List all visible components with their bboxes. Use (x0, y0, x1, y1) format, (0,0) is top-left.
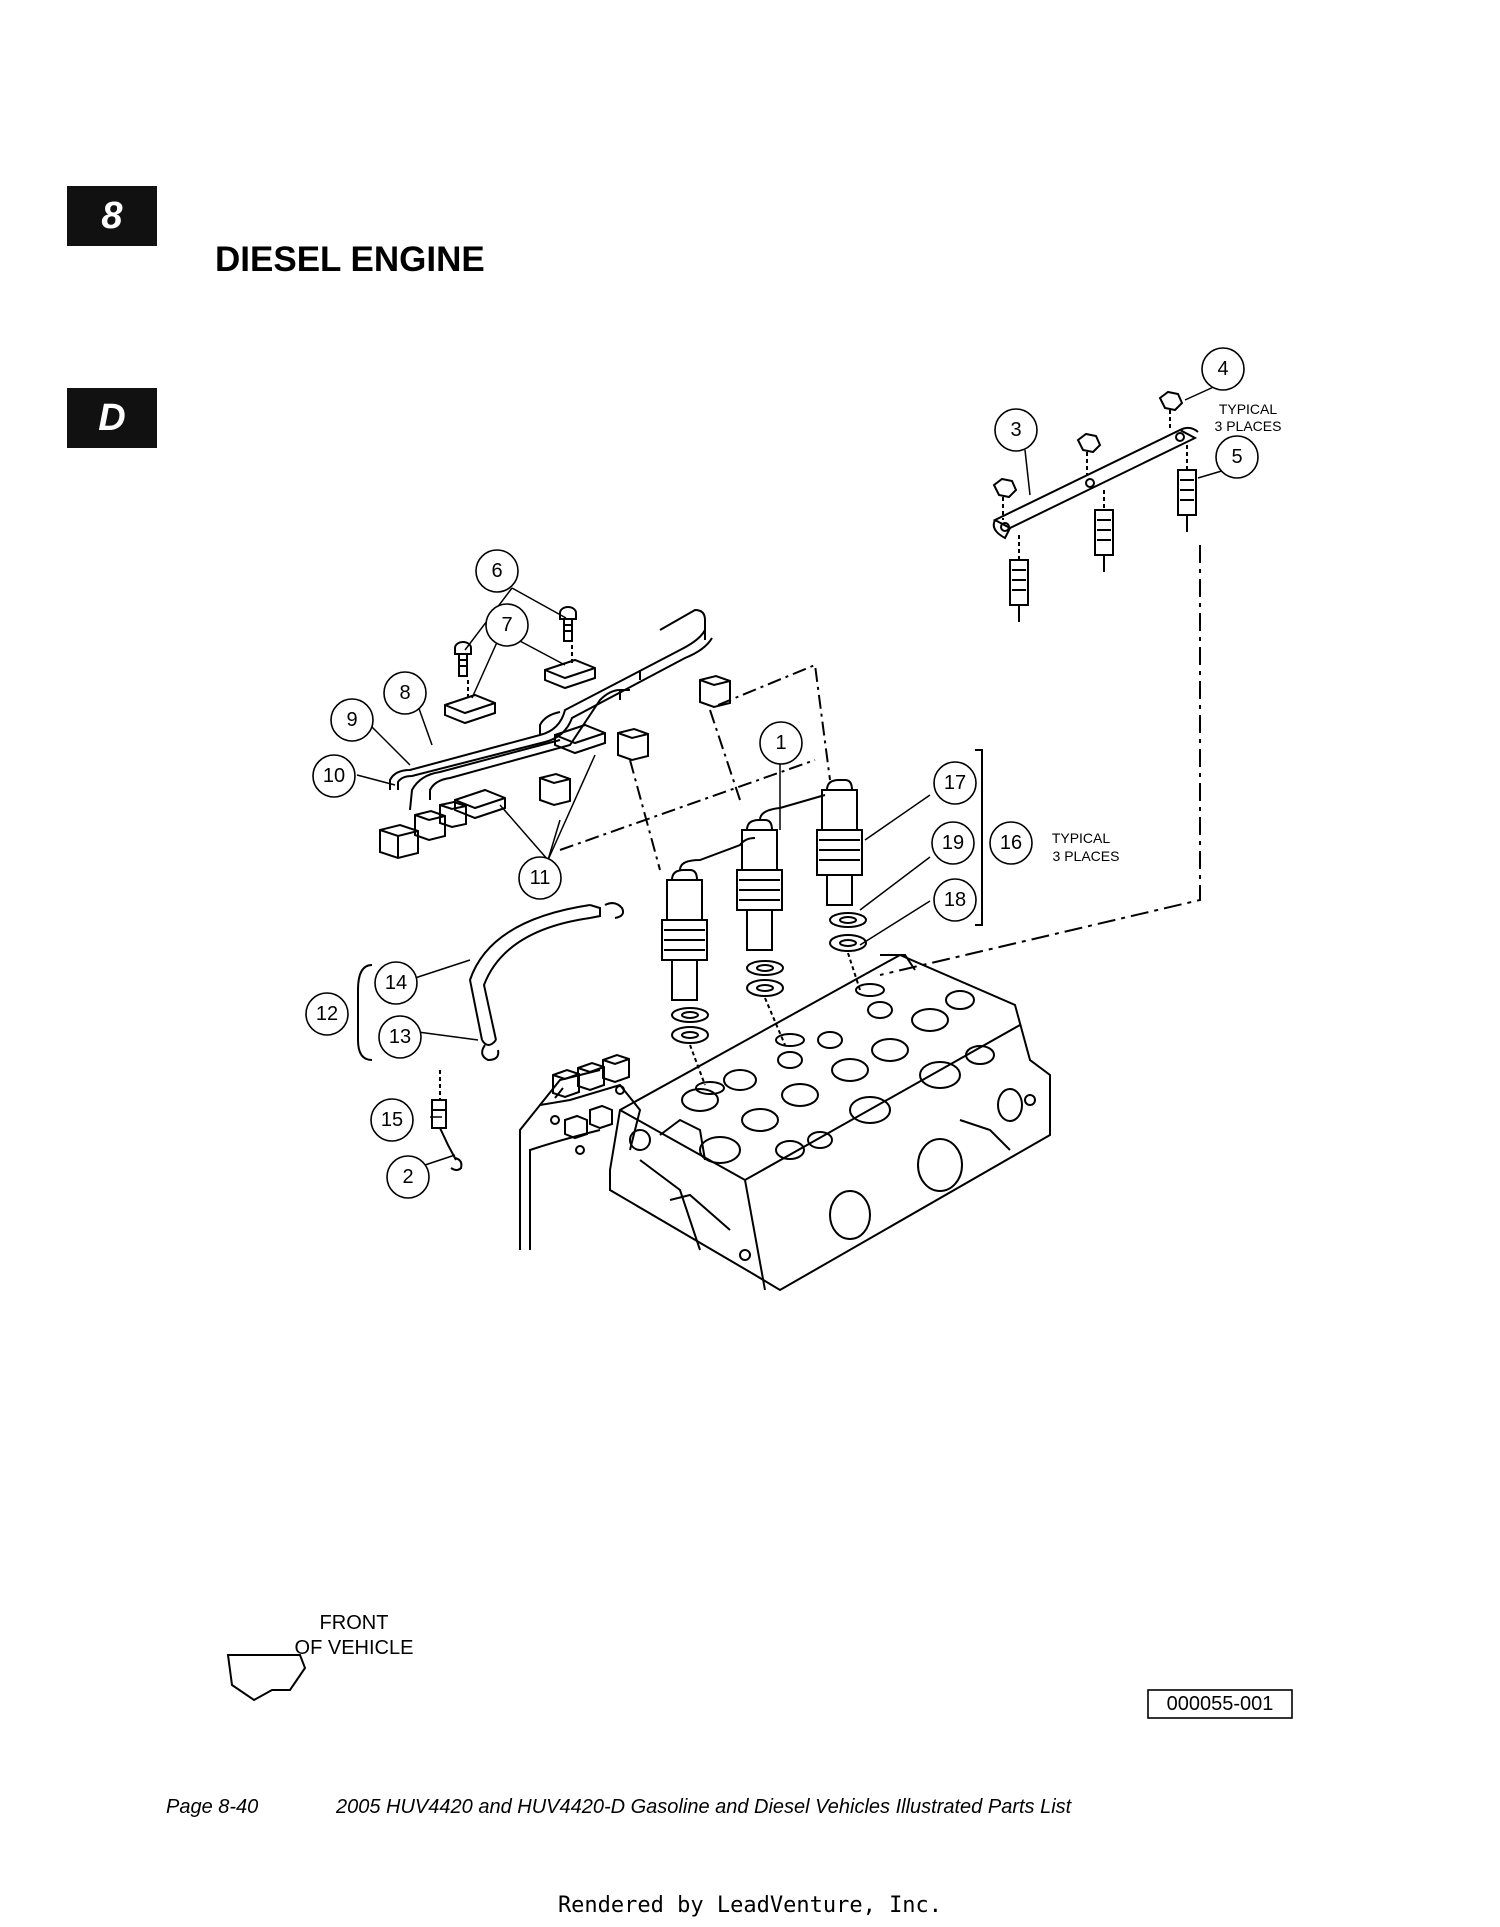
callout-1: 1 (775, 732, 786, 754)
page-title: DIESEL ENGINE (215, 240, 485, 279)
pipe-nuts (379, 674, 731, 860)
injectors (661, 779, 863, 1001)
reference-line (879, 545, 1201, 976)
injection-pipes (389, 608, 713, 811)
typical-note-mid-line1: TYPICAL (1052, 830, 1111, 846)
callout-11: 11 (530, 867, 551, 889)
return-hose (468, 902, 625, 1062)
callout-2: 2 (402, 1166, 413, 1188)
callout-13: 13 (389, 1026, 411, 1048)
diagram-id-box (1147, 1689, 1293, 1719)
subsection-tab: D (67, 388, 157, 448)
diagram-id: 000055-001 (1167, 1693, 1274, 1715)
typical-note-mid-line2: 3 PLACES (1053, 848, 1120, 864)
pipe-leaders (559, 663, 831, 871)
injector-washers (671, 912, 867, 1086)
leader-lines (356, 384, 1226, 1166)
callout-17: 17 (944, 772, 966, 794)
callouts (305, 347, 1259, 1199)
callout-6: 6 (491, 560, 502, 582)
callout-19: 19 (942, 832, 964, 854)
footer-page-number: Page 8-40 (166, 1796, 259, 1818)
callout-7: 7 (501, 614, 512, 636)
rendered-by-credit: Rendered by LeadVenture, Inc. (557, 1893, 943, 1918)
clamp-bolts (454, 606, 577, 700)
footer-document-title: 2005 HUV4420 and HUV4420-D Gasoline and … (336, 1796, 1072, 1818)
glow-plugs (1009, 445, 1197, 622)
callout-15: 15 (381, 1109, 403, 1131)
hose-fitting (431, 1070, 463, 1171)
bracket-12 (357, 964, 373, 1061)
typical-note-top-line1: TYPICAL (1219, 401, 1278, 417)
callout-16: 16 (1000, 832, 1022, 854)
bracket-16 (975, 749, 983, 926)
callout-14: 14 (385, 972, 407, 994)
section-tab: 8 (67, 186, 157, 246)
callout-9: 9 (346, 709, 357, 731)
glow-plug-bar (992, 390, 1199, 540)
callout-3: 3 (1010, 419, 1021, 441)
callout-18: 18 (944, 889, 966, 911)
front-label-line1: FRONT (320, 1612, 389, 1634)
pipe-clamps (444, 658, 606, 820)
callout-5: 5 (1231, 446, 1242, 468)
callout-10: 10 (323, 765, 345, 787)
callout-4: 4 (1217, 358, 1228, 380)
callout-8: 8 (399, 682, 410, 704)
front-label-line2: OF VEHICLE (295, 1637, 414, 1659)
cylinder-head (609, 953, 1051, 1292)
typical-note-top-line2: 3 PLACES (1215, 418, 1282, 434)
front-arrow-icon (226, 1654, 307, 1702)
injection-pump (519, 1053, 642, 1250)
callout-12: 12 (316, 1003, 338, 1025)
